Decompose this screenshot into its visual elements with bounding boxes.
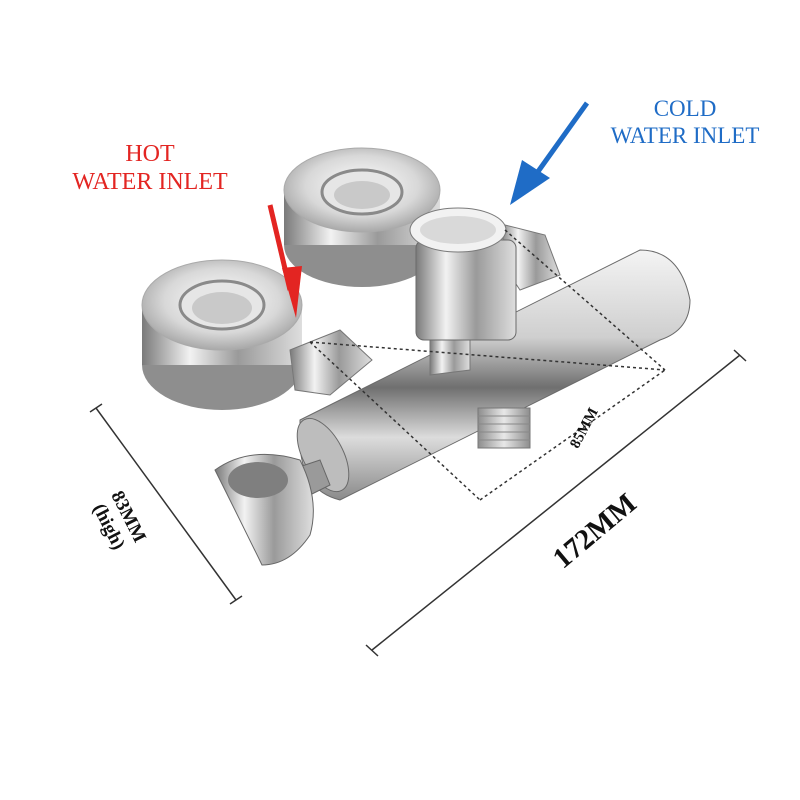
diverter-handle: [409, 207, 517, 376]
length-dimension-line: [365, 349, 747, 657]
height-dimension-line: [89, 403, 243, 605]
outlet-thread: [477, 407, 531, 449]
hot-label-line1: HOT: [125, 141, 175, 167]
right-flange: [283, 147, 441, 287]
hot-water-inlet-label: HOT WATER INLET: [40, 140, 260, 197]
shower-holder: [214, 453, 331, 566]
measurement-guides: [309, 229, 666, 501]
cold-label-line1: COLD: [653, 96, 717, 121]
hot-label-line2: WATER INLET: [72, 169, 228, 196]
hot-inlet-connector: [289, 329, 373, 396]
left-flange: [141, 259, 303, 410]
cold-water-inlet-label: COLD WATER INLET: [590, 95, 780, 149]
cold-label-line2: WATER INLET: [610, 123, 760, 149]
cold-arrow-icon: [510, 101, 590, 205]
hot-arrow-icon: [267, 204, 302, 318]
